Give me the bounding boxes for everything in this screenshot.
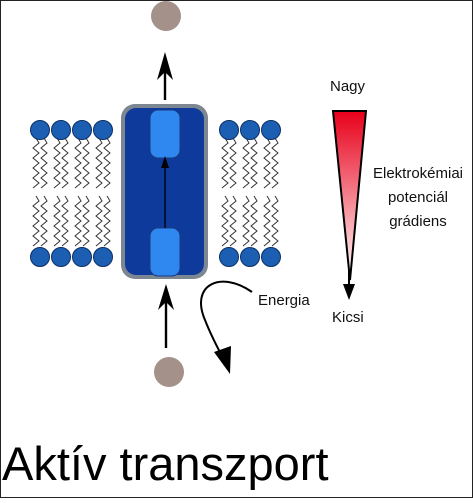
lipid-tail [103, 195, 111, 247]
lipid-tail [61, 137, 69, 189]
lipid-heads-inner-layer [30, 247, 281, 267]
lipid-head [51, 120, 71, 140]
diagram-title: Aktív transzport [2, 437, 329, 490]
lipid-tail [242, 137, 250, 189]
lipid-head [219, 247, 239, 267]
energy-arrowhead [214, 346, 231, 374]
lipid-head [240, 247, 260, 267]
lipid-tail [263, 195, 271, 247]
channel-gate-upper [149, 109, 181, 159]
channel-pathway-arrowhead [161, 156, 169, 168]
lipid-head [72, 120, 92, 140]
transport-protein [121, 104, 208, 279]
lipid-tail [263, 137, 271, 189]
lipid-tail [250, 195, 258, 247]
gradient-name-label: Elektrokémiai potenciál grádiens [372, 165, 464, 230]
lipid-tails [32, 137, 279, 247]
lipid-tail [82, 137, 90, 189]
entry-arrowhead [158, 284, 174, 310]
gradient-triangle [331, 110, 368, 281]
lipid-tail [32, 195, 40, 247]
lipid-tail [103, 137, 111, 189]
lipid-tail [221, 137, 229, 189]
exit-arrowhead [157, 52, 173, 80]
channel-gate-lower [149, 227, 181, 277]
lipid-tail [250, 137, 258, 189]
lipid-tail [40, 195, 48, 247]
lipid-tail [95, 137, 103, 189]
lipid-head [93, 120, 113, 140]
lipid-tail [242, 195, 250, 247]
lipid-tail [40, 137, 48, 189]
gradient-low-label: Kicsi [332, 309, 364, 326]
gradient-high-label: Nagy [330, 78, 366, 95]
molecule-inside [154, 357, 184, 387]
lipid-tail [229, 195, 237, 247]
gradient-arrowhead [343, 284, 355, 300]
lipid-tail [221, 195, 229, 247]
lipid-head [30, 120, 50, 140]
lipid-head [93, 247, 113, 267]
energy-arrow [200, 280, 253, 361]
lipid-head [30, 247, 50, 267]
lipid-tail [74, 137, 82, 189]
lipid-heads-outer-layer [30, 120, 281, 140]
lipid-tail [82, 195, 90, 247]
lipid-tail [74, 195, 82, 247]
lipid-tail [271, 195, 279, 247]
lipid-tail [32, 137, 40, 189]
lipid-tail [95, 195, 103, 247]
lipid-head [261, 120, 281, 140]
lipid-head [240, 120, 260, 140]
lipid-tail [61, 195, 69, 247]
lipid-tail [53, 137, 61, 189]
energy-label: Energia [258, 292, 310, 309]
lipid-tail [271, 137, 279, 189]
molecule-outside [151, 1, 181, 31]
lipid-tail [229, 137, 237, 189]
lipid-head [72, 247, 92, 267]
lipid-head [51, 247, 71, 267]
lipid-head [261, 247, 281, 267]
lipid-head [219, 120, 239, 140]
lipid-tail [53, 195, 61, 247]
